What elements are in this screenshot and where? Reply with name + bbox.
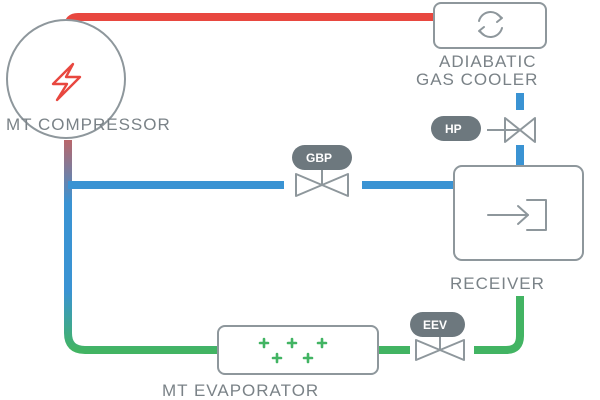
hp-badge bbox=[431, 116, 481, 141]
compressor-body bbox=[6, 19, 126, 139]
gbp-valve: GBP bbox=[292, 145, 352, 197]
eev-badge bbox=[410, 312, 465, 337]
hp-badge-label: HP bbox=[445, 122, 462, 136]
gas-cooler-body bbox=[433, 2, 547, 49]
eev-badge-label: EEV bbox=[423, 318, 447, 332]
mt-compressor: MT COMPRESSOR bbox=[6, 19, 171, 139]
liquid-line bbox=[474, 296, 524, 354]
gbp-badge bbox=[292, 145, 352, 170]
mt-evaporator: MT EVAPORATOR bbox=[162, 325, 379, 400]
evaporator-label: MT EVAPORATOR bbox=[162, 381, 319, 400]
hp-valve: HP bbox=[431, 116, 536, 143]
receiver-body bbox=[453, 165, 584, 261]
compressor-label: MT COMPRESSOR bbox=[6, 115, 171, 134]
gas-cooler-label-line1: ADIABATIC bbox=[439, 52, 536, 71]
receiver-label: RECEIVER bbox=[450, 274, 545, 293]
eev-valve-symbol bbox=[415, 337, 465, 361]
hp-valve-symbol bbox=[487, 117, 536, 143]
recycle-arrows-icon bbox=[478, 11, 503, 38]
suction-line bbox=[64, 140, 218, 354]
gas-cooler-label-line2: GAS COOLER bbox=[416, 70, 538, 89]
eev-valve: EEV bbox=[410, 312, 465, 361]
plus-signs-icon bbox=[258, 337, 328, 364]
receiver: RECEIVER bbox=[450, 165, 584, 293]
discharge-line bbox=[64, 13, 434, 62]
enter-arrow-icon bbox=[487, 199, 547, 231]
lightning-bolt-icon bbox=[51, 62, 82, 102]
adiabatic-gas-cooler: ADIABATIC GAS COOLER bbox=[416, 2, 547, 89]
evaporator-body bbox=[217, 325, 379, 375]
gbp-valve-symbol bbox=[295, 170, 349, 197]
gbp-badge-label: GBP bbox=[306, 151, 332, 165]
